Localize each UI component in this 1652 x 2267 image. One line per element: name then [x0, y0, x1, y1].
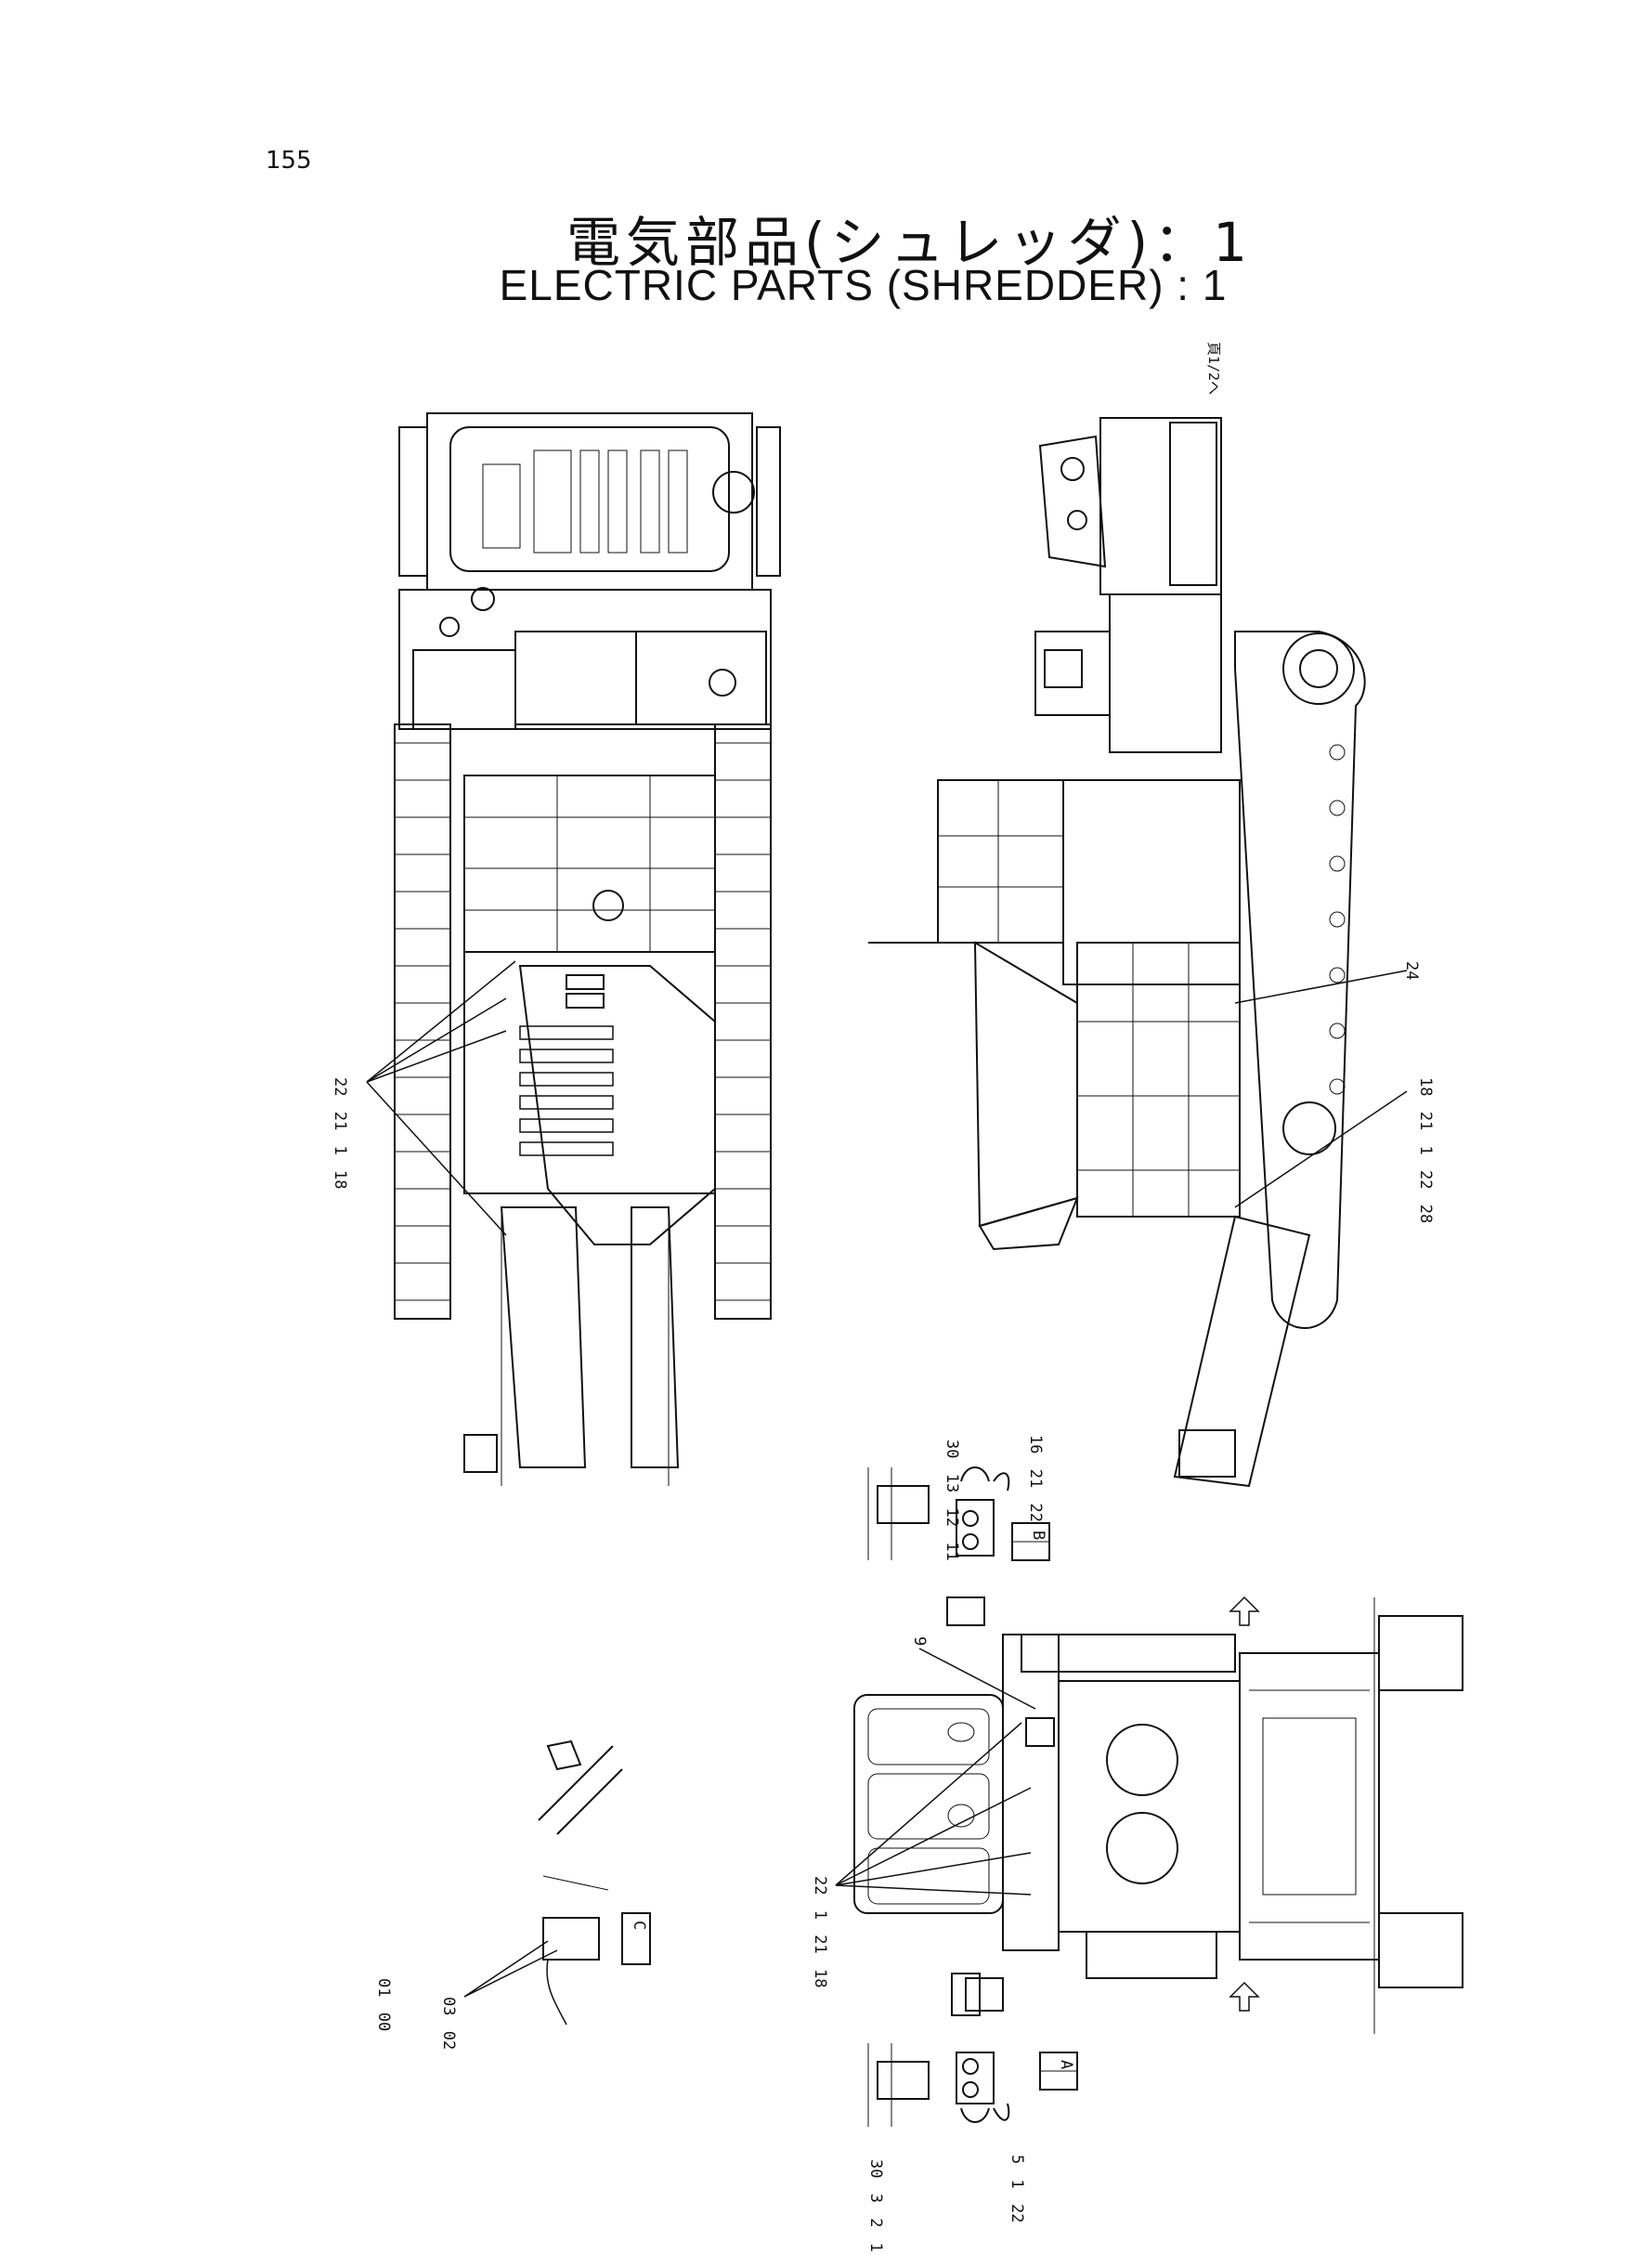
callout-num: 18 — [1416, 1077, 1435, 1097]
callout-num: 30 — [943, 1440, 961, 1459]
callout-num: 02 — [439, 2030, 458, 2051]
callout-num: 03 — [439, 1997, 458, 2016]
side-callout-group: 18 21 1 22 28 — [1416, 1077, 1435, 1229]
callout-num: 9 — [910, 1636, 929, 1647]
detail-c-callouts: 01 00 — [374, 1978, 393, 2037]
side-view-machine — [868, 417, 1408, 1488]
callout-num: 22 — [811, 1876, 829, 1896]
callout-num: 13 — [943, 1473, 961, 1493]
detail-c — [463, 1739, 651, 2026]
callout-num: 1 — [1416, 1145, 1435, 1155]
front-callout-group: 22 1 21 18 — [811, 1876, 829, 1993]
title-english: ELECTRIC PARTS (SHREDDER) : 1 — [499, 261, 1228, 309]
detail-c-callouts-2: 03 02 — [439, 1997, 458, 2055]
detail-c-label: C — [630, 1921, 648, 1935]
view-letter: A — [1057, 2060, 1075, 2070]
callout-num: 1 — [866, 2242, 885, 2252]
callout-num: 22 — [1008, 2204, 1026, 2223]
callout-num: 21 — [1416, 1111, 1435, 1131]
detail-b-callouts: 30 13 12 11 — [943, 1440, 961, 1567]
callout-num: 22 — [331, 1077, 349, 1097]
detail-a — [867, 1973, 1078, 2127]
callout-num: 21 — [811, 1935, 829, 1954]
callout-num: 5 — [1008, 2155, 1026, 2165]
bottom-callouts-2: 5 1 22 — [1008, 2155, 1026, 2228]
front-view-machine — [835, 1596, 1463, 2034]
nav-reference: 頁1/2へ — [1204, 342, 1224, 400]
view-a-label: A — [1057, 2060, 1075, 2075]
callout-num: 28 — [1416, 1204, 1435, 1224]
callout-num: 21 — [1026, 1468, 1045, 1489]
view-letter: B — [1029, 1531, 1047, 1541]
title-japanese: 電気部品(シュレッダ)：1 — [566, 211, 1253, 274]
left-callout-group: 22 21 1 18 — [331, 1077, 349, 1194]
callout-num: 1 — [331, 1145, 349, 1155]
side-callout-24: 24 — [1402, 961, 1421, 985]
page-number: 155 — [266, 147, 312, 175]
callout-num: 3 — [866, 2193, 885, 2203]
nav-ref-text: 頁1/2へ — [1205, 342, 1222, 396]
callout-num: 01 — [374, 1978, 393, 1998]
detail-b — [867, 1466, 1050, 1561]
callout-num: 22 — [1026, 1503, 1045, 1522]
callout-num: 24 — [1402, 961, 1421, 981]
bottom-callouts: 30 3 2 1 — [866, 2159, 885, 2258]
callout-num: 1 — [811, 1909, 829, 1920]
callout-num: 16 — [1026, 1435, 1045, 1454]
detail-b-callouts-2: 16 21 22 — [1026, 1435, 1045, 1528]
view-letter: C — [630, 1921, 648, 1931]
callout-num: 2 — [866, 2218, 885, 2228]
callout-num: 00 — [374, 2012, 393, 2032]
top-view-machine — [366, 412, 781, 1486]
view-a-box — [1039, 2052, 1078, 2091]
callout-num: 1 — [1008, 2179, 1026, 2189]
view-b-label: B — [1029, 1531, 1047, 1545]
callout-num: 22 — [1416, 1169, 1435, 1190]
front-callout-9: 9 — [910, 1636, 929, 1651]
callout-num: 11 — [943, 1542, 961, 1561]
detail-c-box — [621, 1912, 651, 1965]
callout-num: 30 — [866, 2159, 885, 2179]
view-b-box — [1011, 1522, 1050, 1561]
callout-num: 12 — [943, 1507, 961, 1527]
callout-num: 18 — [811, 1968, 829, 1988]
callout-num: 18 — [331, 1169, 349, 1190]
callout-num: 21 — [331, 1111, 349, 1131]
